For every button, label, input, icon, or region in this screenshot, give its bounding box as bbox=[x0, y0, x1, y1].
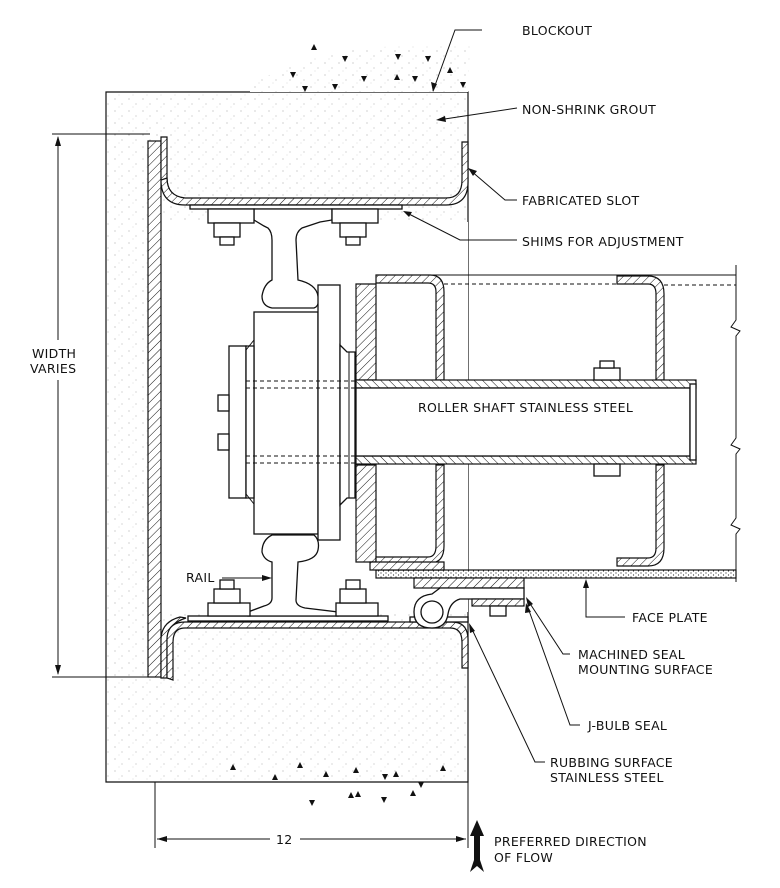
face-plate bbox=[369, 561, 737, 579]
bottom-rail bbox=[207, 534, 379, 617]
left-wall-plate bbox=[147, 136, 187, 679]
label-seal-mount-line2: MOUNTING SURFACE bbox=[578, 662, 713, 677]
gate-body bbox=[355, 265, 741, 582]
leader-lines bbox=[222, 29, 625, 763]
label-grout: NON-SHRINK GROUT bbox=[522, 102, 656, 117]
label-face-plate: FACE PLATE bbox=[632, 610, 708, 625]
width-dimension bbox=[52, 133, 150, 678]
labels: BLOCKOUT NON-SHRINK GROUT FABRICATED SLO… bbox=[30, 23, 713, 865]
flow-direction-arrow bbox=[470, 820, 484, 872]
label-rubbing-line1: RUBBING SURFACE bbox=[550, 755, 673, 770]
j-bulb-seal bbox=[413, 577, 525, 629]
label-blockout: BLOCKOUT bbox=[522, 23, 592, 38]
top-rail bbox=[207, 208, 379, 309]
label-width-line2: VARIES bbox=[30, 361, 76, 376]
label-j-bulb: J-BULB SEAL bbox=[587, 718, 667, 733]
blockout-aggregate-top bbox=[250, 44, 470, 92]
label-flow-line2: OF FLOW bbox=[494, 850, 553, 865]
roller-shaft bbox=[355, 360, 697, 477]
label-shims: SHIMS FOR ADJUSTMENT bbox=[522, 234, 684, 249]
roller-wheel bbox=[217, 284, 356, 541]
label-fabricated-slot: FABRICATED SLOT bbox=[522, 193, 639, 208]
blockout-aggregate-bottom bbox=[230, 762, 446, 806]
dimension-12 bbox=[154, 782, 469, 848]
label-roller-shaft: ROLLER SHAFT STAINLESS STEEL bbox=[418, 400, 633, 415]
fabricated-slot-top bbox=[160, 141, 469, 210]
label-seal-mount-line1: MACHINED SEAL bbox=[578, 647, 685, 662]
label-flow-line1: PREFERRED DIRECTION bbox=[494, 834, 647, 849]
label-rail: RAIL bbox=[186, 570, 215, 585]
label-width-line1: WIDTH bbox=[32, 346, 76, 361]
label-dimension-12: 12 bbox=[276, 832, 293, 847]
label-rubbing-line2: STAINLESS STEEL bbox=[550, 770, 664, 785]
